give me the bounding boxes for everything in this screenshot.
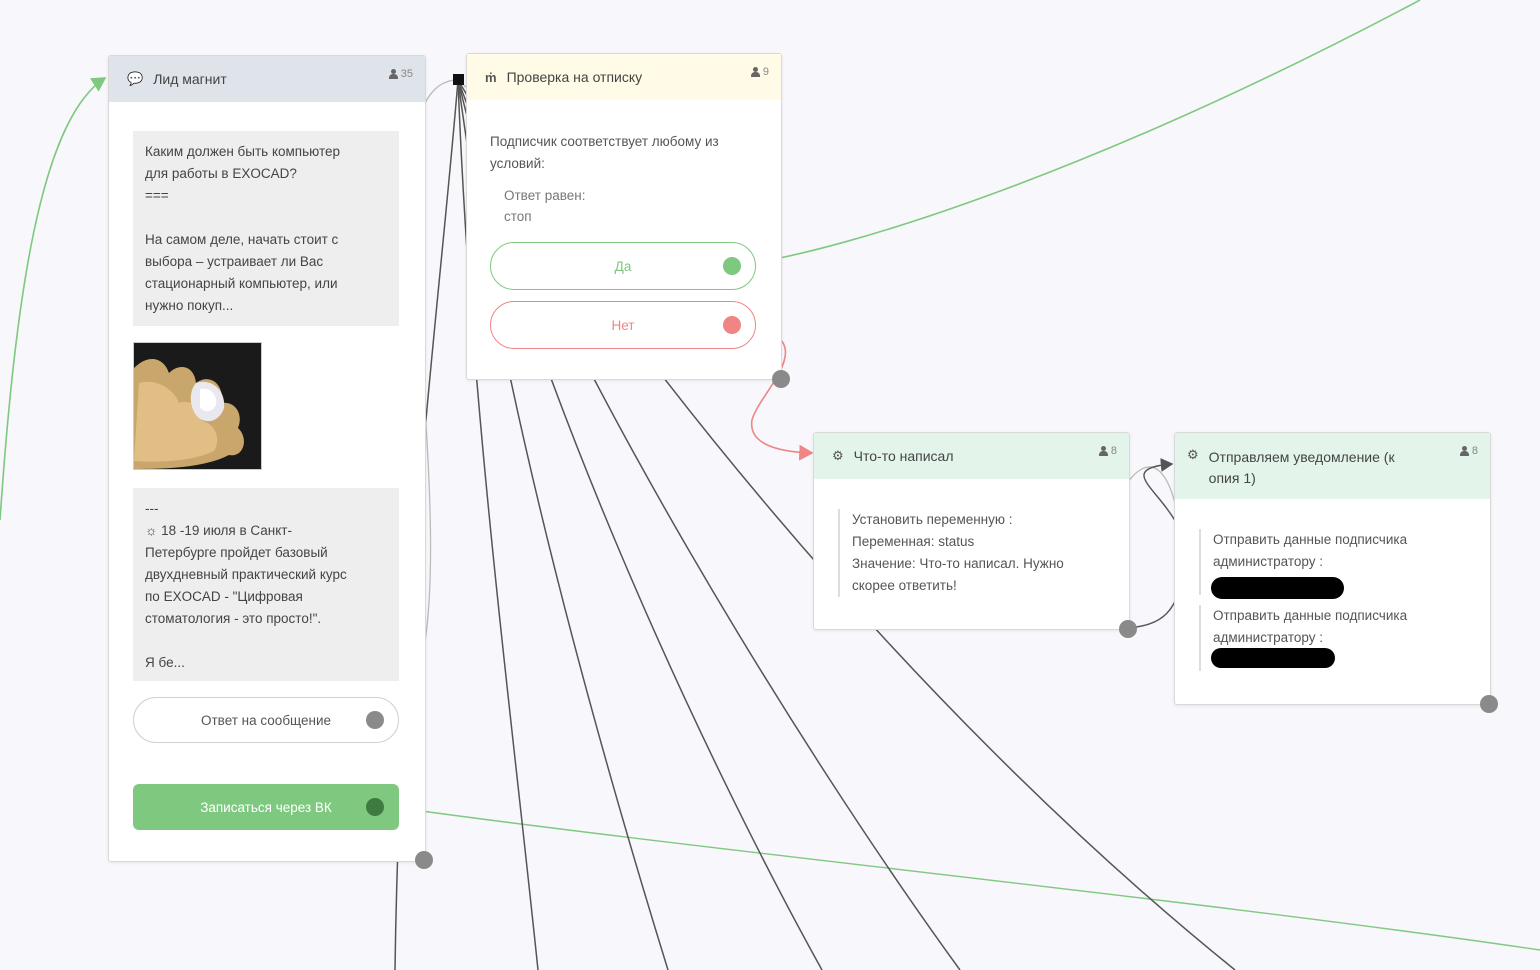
- gears-icon: ⚙: [832, 448, 844, 463]
- person-icon: [750, 67, 760, 77]
- dental-crown-image: [133, 342, 262, 470]
- redacted-admin-1: [1211, 577, 1344, 599]
- wire-yes: [739, 0, 1421, 266]
- rule-label: Ответ равен:: [504, 188, 586, 203]
- message-bubble-1: Каким должен быть компьютер для работы в…: [133, 131, 399, 326]
- variable-line: Переменная: status: [852, 534, 975, 549]
- person-icon: [388, 69, 398, 79]
- branch-icon: ṁ: [485, 69, 497, 85]
- message-bubble-2: --- ☼ 18 -19 июля в Санкт- Петербурге пр…: [133, 488, 399, 681]
- chat-bubble-icon: 💬: [127, 71, 144, 86]
- reply-button[interactable]: Ответ на сообщение: [133, 697, 399, 743]
- entry-point-marker: [453, 74, 464, 85]
- vk-port[interactable]: [366, 798, 384, 816]
- no-branch-button[interactable]: Нет: [490, 301, 756, 349]
- card-lead-magnet-header[interactable]: 💬 Лид магнит 35: [109, 56, 425, 102]
- no-port[interactable]: [723, 316, 741, 334]
- redacted-admin-2: [1211, 648, 1335, 668]
- vk-signup-button[interactable]: Записаться через ВК: [133, 784, 399, 830]
- wire-vk: [384, 805, 1540, 951]
- action-set-variable: Установить переменную : Переменная: stat…: [838, 509, 1112, 597]
- gears-icon: ⚙: [1187, 447, 1199, 462]
- yes-port[interactable]: [723, 257, 741, 275]
- subscriber-count: 35: [388, 68, 413, 80]
- notify-output-port[interactable]: [1480, 695, 1498, 713]
- card-unsub-check-header[interactable]: ṁ Проверка на отписку 9: [467, 54, 781, 100]
- card-title: Проверка на отписку: [506, 69, 643, 85]
- lead-magnet-output-port[interactable]: [415, 851, 433, 869]
- yes-branch-button[interactable]: Да: [490, 242, 756, 290]
- reply-port[interactable]: [366, 711, 384, 729]
- subscriber-count: 8: [1098, 445, 1117, 457]
- card-title: Отправляем уведомление (к опия 1): [1208, 449, 1395, 486]
- card-title: Лид магнит: [153, 71, 227, 87]
- wrote-something-output-port[interactable]: [1119, 620, 1137, 638]
- person-icon: [1459, 446, 1469, 456]
- subscriber-count: 9: [750, 66, 769, 78]
- action-send-admin-2: Отправить данные подписчика администрато…: [1199, 605, 1473, 671]
- wire-incoming-lead: [0, 77, 107, 521]
- card-wrote-something-header[interactable]: ⚙ Что-то написал 8: [814, 433, 1129, 479]
- person-icon: [1098, 446, 1108, 456]
- card-wrote-something[interactable]: ⚙ Что-то написал 8 Установить переменную…: [813, 432, 1130, 630]
- subscriber-count: 8: [1459, 445, 1478, 457]
- action-send-admin-1: Отправить данные подписчика администрато…: [1199, 529, 1473, 595]
- condition-text: Подписчик соответствует любому из услови…: [490, 134, 719, 171]
- action-label: Установить переменную :: [852, 512, 1013, 527]
- unsub-check-output-port[interactable]: [772, 370, 790, 388]
- card-notify-header[interactable]: ⚙ Отправляем уведомление (к опия 1) 8: [1175, 433, 1490, 499]
- rule-value: стоп: [504, 209, 532, 224]
- card-title: Что-то написал: [853, 448, 954, 464]
- value-line: Значение: Что-то написал. Нужно скорее о…: [852, 556, 1064, 593]
